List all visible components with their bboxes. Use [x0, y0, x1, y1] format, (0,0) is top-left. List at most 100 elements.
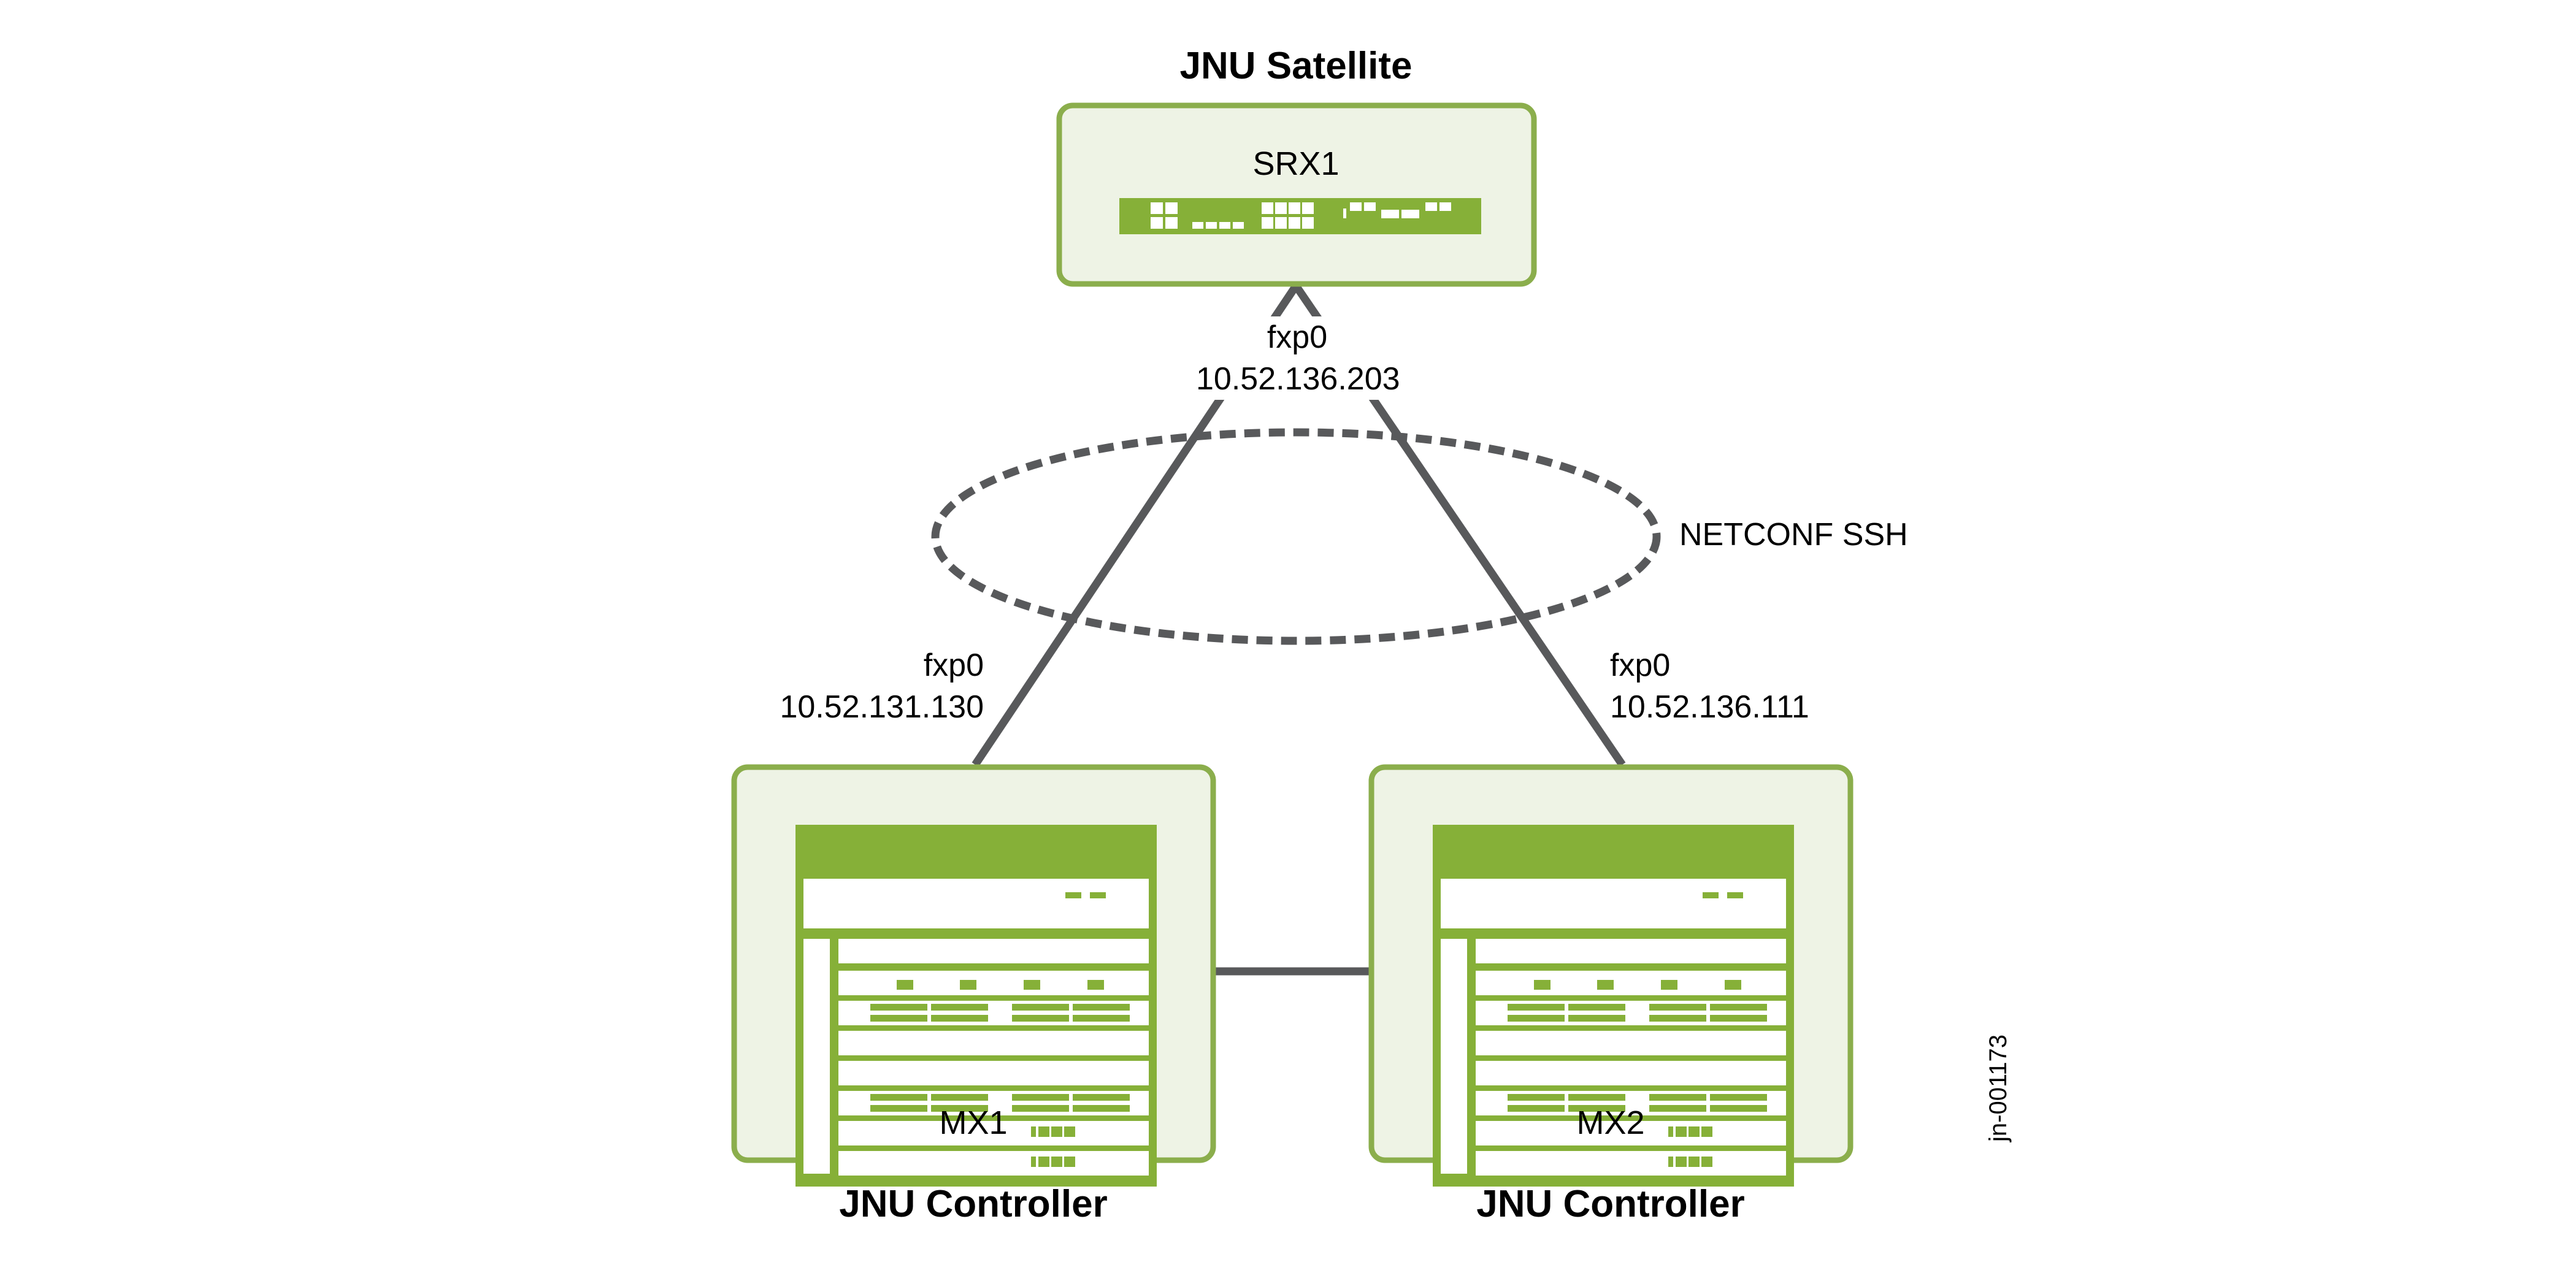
device-name-mx2: MX2: [1576, 1104, 1645, 1141]
interface-label-srx1: fxp0 10.52.136.203: [1196, 316, 1400, 400]
device-name-mx1: MX1: [939, 1104, 1008, 1141]
device-srx1[interactable]: [1056, 102, 1537, 287]
chassis-part: [1038, 1157, 1049, 1167]
chassis-part: [870, 1094, 927, 1101]
chassis-part: [960, 980, 976, 990]
chassis-part: [897, 980, 913, 990]
satellite-role-label: JNU Satellite: [1179, 45, 1413, 87]
controller-role-label-mx1: JNU Controller: [839, 1183, 1108, 1225]
interface-label-mx1: fxp0 10.52.131.130: [724, 644, 984, 728]
chassis-part: [1024, 980, 1040, 990]
interface-ip: 10.52.136.203: [1196, 361, 1400, 397]
chassis-part: [1710, 1004, 1767, 1011]
mx-router-icon: [795, 825, 1157, 1187]
chassis-part: [870, 1004, 927, 1011]
chassis-part: [838, 1151, 1149, 1176]
chassis-part: [1568, 1004, 1625, 1011]
chassis-part: [803, 939, 830, 1174]
chassis-part: [1476, 939, 1786, 963]
chassis-part: [1508, 1094, 1565, 1101]
chassis-part: [1676, 1126, 1687, 1137]
chassis-part: [1710, 1015, 1767, 1022]
chassis-part: [1568, 1094, 1625, 1101]
chassis-part: [1701, 1126, 1712, 1137]
chassis-part: [1508, 1015, 1565, 1022]
chassis-part: [870, 1015, 927, 1022]
chassis-part: [1710, 1105, 1767, 1112]
chassis-part: [1668, 1157, 1673, 1167]
chassis-part: [1508, 1004, 1565, 1011]
chassis-part: [1012, 1004, 1069, 1011]
chassis-part: [1012, 1015, 1069, 1022]
device-mx2[interactable]: [1368, 764, 1853, 1187]
device-box-srx1: [1056, 102, 1537, 287]
interface-label-mx2: fxp0 10.52.136.111: [1610, 644, 1868, 728]
chassis-part: [1508, 1105, 1565, 1112]
chassis-part: [1073, 1105, 1130, 1112]
netconf-session-ellipse: [931, 428, 1661, 645]
chassis-part: [1701, 1157, 1712, 1167]
chassis-part: [1668, 1126, 1673, 1137]
interface-ip: 10.52.131.130: [780, 689, 984, 725]
chassis-part: [1649, 1094, 1706, 1101]
chassis-part: [1568, 1105, 1625, 1112]
interface-name: fxp0: [923, 648, 984, 683]
chassis-part: [838, 939, 1149, 963]
chassis-part: [1073, 1015, 1130, 1022]
chassis-part: [838, 1031, 1149, 1055]
chassis-part: [1087, 980, 1104, 990]
chassis-part: [1031, 1126, 1036, 1137]
device-name-srx1: SRX1: [1252, 145, 1340, 182]
chassis-part: [1689, 1157, 1700, 1167]
chassis-part: [1649, 1015, 1706, 1022]
chassis-part: [1476, 1031, 1786, 1055]
chassis-part: [931, 1105, 988, 1112]
figure-id: jn-001173: [1985, 1034, 2012, 1142]
chassis-part: [838, 1061, 1149, 1085]
interface-name: fxp0: [1610, 648, 1671, 683]
interface-name: fxp0: [1267, 319, 1328, 355]
chassis-part: [1012, 1094, 1069, 1101]
mx-router-icon: [1433, 825, 1794, 1187]
chassis-part: [1051, 1126, 1062, 1137]
chassis-part: [1710, 1094, 1767, 1101]
chassis-part: [1534, 980, 1551, 990]
chassis-part: [870, 1105, 927, 1112]
chassis-part: [1597, 980, 1614, 990]
chassis-part: [1073, 1094, 1130, 1101]
chassis-part: [931, 1004, 988, 1011]
chassis-part: [1031, 1157, 1036, 1167]
chassis-part: [1568, 1015, 1625, 1022]
chassis-part: [1038, 1126, 1049, 1137]
chassis-part: [1727, 892, 1743, 898]
chassis-part: [1725, 980, 1741, 990]
chassis-part: [1661, 980, 1677, 990]
chassis-part: [1689, 1126, 1700, 1137]
device-mx1[interactable]: [731, 764, 1216, 1187]
chassis-part: [1012, 1105, 1069, 1112]
chassis-part: [1649, 1105, 1706, 1112]
chassis-part: [1051, 1157, 1062, 1167]
chassis-part: [803, 879, 1149, 928]
chassis-part: [1065, 892, 1081, 898]
chassis-part: [1649, 1004, 1706, 1011]
chassis-part: [1703, 892, 1719, 898]
srx-appliance-icon: [1119, 198, 1481, 234]
chassis-part: [1441, 939, 1467, 1174]
controller-role-label-mx2: JNU Controller: [1476, 1183, 1745, 1225]
netconf-ssh-label: NETCONF SSH: [1679, 517, 1908, 553]
chassis-part: [1064, 1157, 1075, 1167]
chassis-part: [1073, 1004, 1130, 1011]
chassis-part: [1476, 1121, 1786, 1145]
chassis-part: [1441, 879, 1786, 928]
chassis-part: [1064, 1126, 1075, 1137]
chassis-part: [1476, 1151, 1786, 1176]
interface-ip: 10.52.136.111: [1610, 689, 1809, 725]
chassis-part: [931, 1015, 988, 1022]
chassis-part: [1676, 1157, 1687, 1167]
chassis-part: [838, 1121, 1149, 1145]
chassis-part: [1090, 892, 1106, 898]
chassis-part: [931, 1094, 988, 1101]
chassis-part: [1476, 1061, 1786, 1085]
